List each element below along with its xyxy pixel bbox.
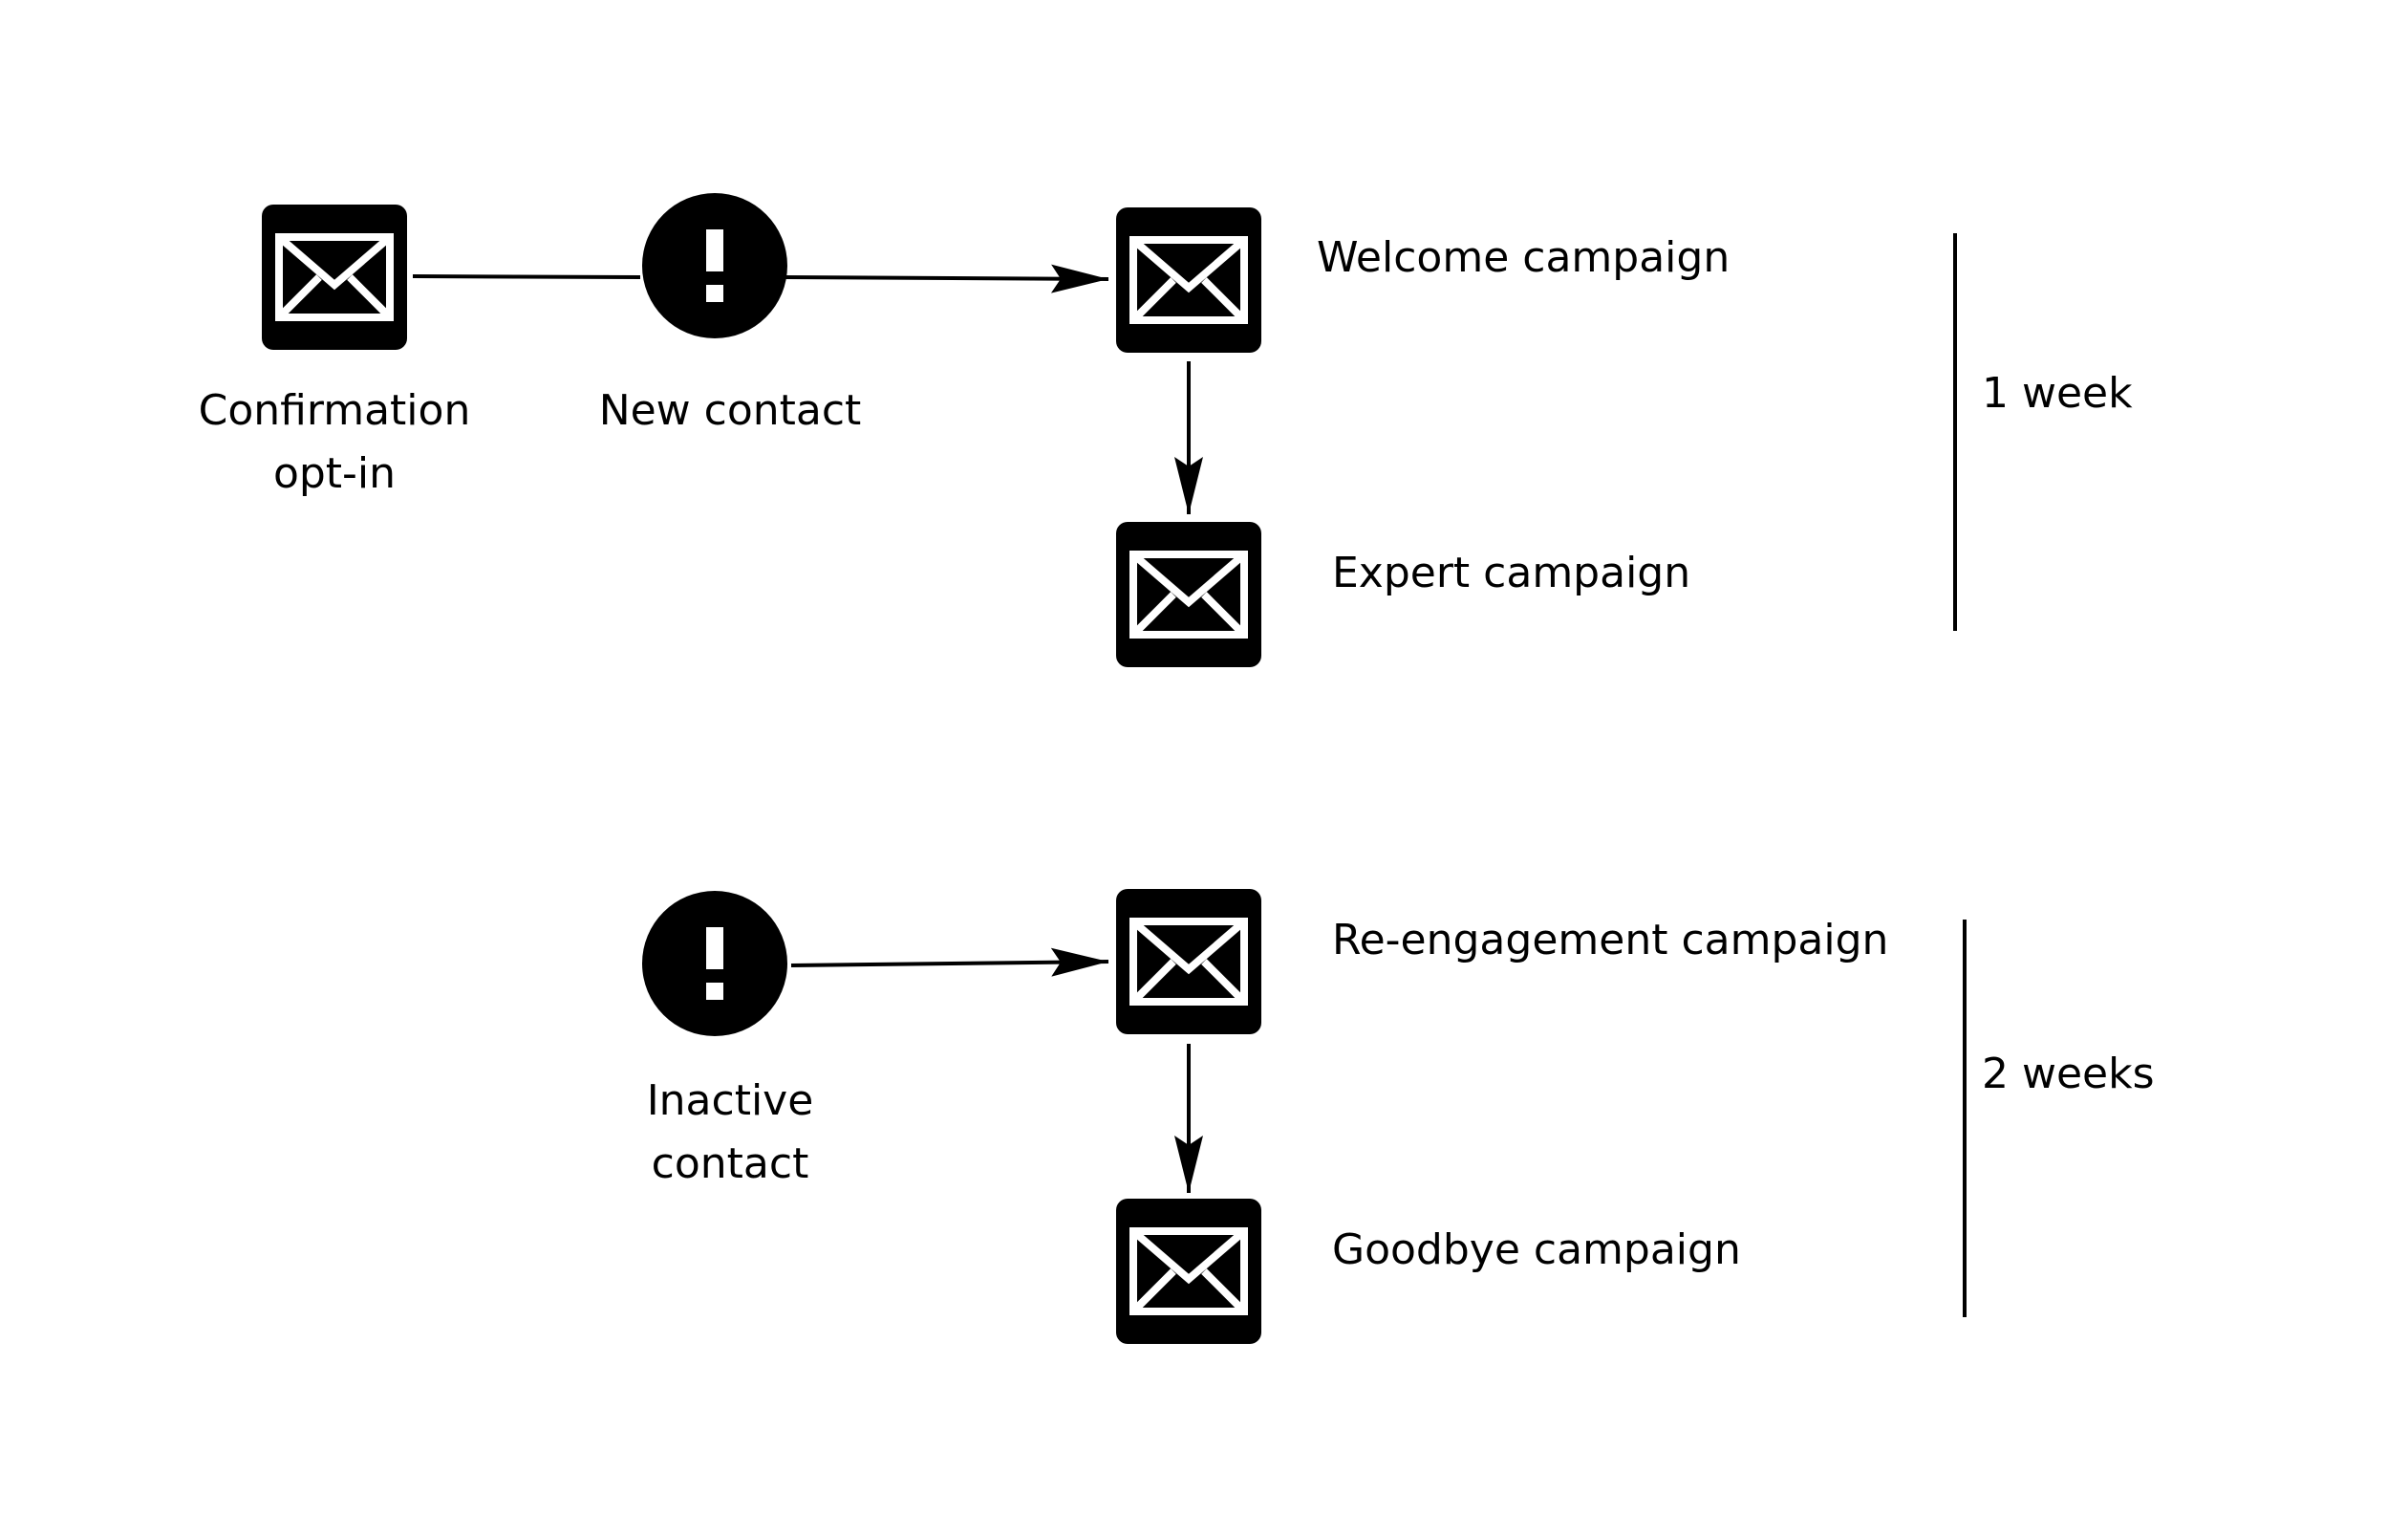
envelope-icon xyxy=(1116,522,1261,667)
label-new-contact: New contact xyxy=(599,386,862,435)
envelope-icon xyxy=(1116,207,1261,353)
arrow-new-contact-to-welcome xyxy=(783,264,1109,293)
node-new-contact[interactable] xyxy=(642,193,787,338)
label-expert-campaign: Expert campaign xyxy=(1332,549,1690,597)
arrow-inactive-to-reengagement xyxy=(790,947,1109,977)
label-confirmation-optin-line2: opt-in xyxy=(273,449,396,498)
envelope-icon xyxy=(262,205,407,350)
node-welcome-campaign[interactable] xyxy=(1116,207,1261,353)
label-inactive-contact-line2: contact xyxy=(652,1139,809,1188)
node-goodbye-campaign[interactable] xyxy=(1116,1199,1261,1344)
label-welcome-campaign: Welcome campaign xyxy=(1317,233,1730,282)
node-confirmation-optin[interactable] xyxy=(262,205,407,350)
node-inactive-contact[interactable] xyxy=(642,891,787,1036)
duration-label-top: 1 week xyxy=(1982,369,2133,418)
envelope-icon xyxy=(1116,889,1261,1034)
label-goodbye-campaign: Goodbye campaign xyxy=(1332,1225,1741,1274)
label-inactive-contact-line1: Inactive xyxy=(647,1076,814,1125)
node-reengagement-campaign[interactable] xyxy=(1116,889,1261,1034)
duration-label-bottom: 2 weeks xyxy=(1982,1050,2155,1098)
connector-optin-to-new-contact xyxy=(412,274,641,279)
label-reengagement-campaign: Re-engagement campaign xyxy=(1332,916,1888,964)
envelope-icon xyxy=(1116,1199,1261,1344)
node-expert-campaign[interactable] xyxy=(1116,522,1261,667)
label-confirmation-optin-line1: Confirmation xyxy=(199,386,471,435)
